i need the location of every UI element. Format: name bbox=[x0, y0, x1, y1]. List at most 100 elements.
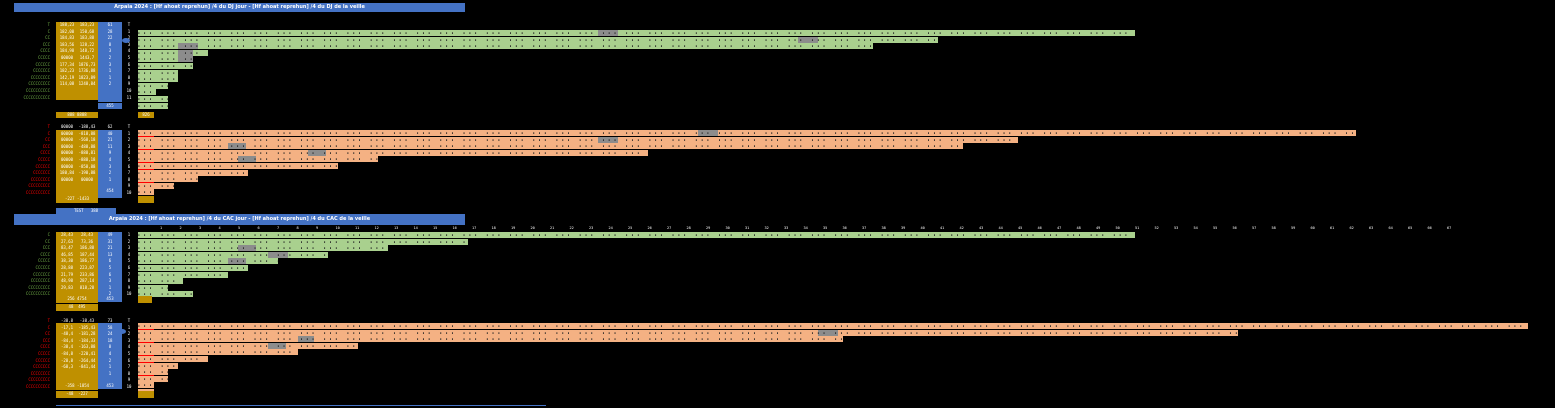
cell: 73,36 bbox=[80, 238, 94, 244]
column-number: 45 bbox=[1018, 226, 1023, 230]
cell: 183,23 bbox=[79, 22, 95, 27]
cell-marks: ▮▮▮ ▮▮▮ bbox=[138, 383, 154, 388]
cell: CCCCCCCC bbox=[30, 74, 50, 80]
cell: CCCCC bbox=[37, 54, 50, 60]
cell: 48,98 bbox=[60, 278, 74, 284]
cell: T bbox=[47, 318, 50, 323]
cell: 38,30 bbox=[60, 258, 74, 264]
cell: 1 bbox=[108, 370, 112, 376]
cell: 49 bbox=[107, 232, 113, 237]
cell: 00000 bbox=[60, 137, 74, 143]
values-panel bbox=[56, 232, 98, 296]
cell: 61 bbox=[107, 22, 113, 27]
cell: 9 bbox=[127, 377, 131, 383]
cell: -163,88 bbox=[78, 344, 96, 350]
column-number: 53 bbox=[1174, 226, 1179, 230]
cell: 3 bbox=[127, 143, 131, 149]
cell: C bbox=[47, 28, 50, 34]
cell: 3 bbox=[108, 48, 112, 54]
cell-marks: ▮▮▮ ▮▮▮ ▮▮▮ bbox=[138, 77, 178, 82]
highlight-cell bbox=[598, 30, 618, 36]
cell: 1823,89 bbox=[78, 74, 96, 80]
row-bar: ▮▮▮ ▮▮▮ ▮▮▮ ▮▮▮ ▮▮▮ ▮▮▮ ▮▮▮ ▮▮▮ ▮▮▮ ▮▮▮ … bbox=[138, 43, 873, 50]
column-number: 35 bbox=[823, 226, 828, 230]
cell: CCCCCCC bbox=[33, 170, 50, 176]
cell: 21 bbox=[107, 245, 113, 251]
cell-marks: ▮▮▮ ▮▮▮ ▮▮▮ ▮▮▮ ▮▮▮ ▮▮▮ ▮▮▮ ▮▮▮ ▮▮▮ ▮▮▮ … bbox=[138, 131, 1356, 135]
footer-small bbox=[138, 296, 152, 303]
cell: 9 bbox=[127, 284, 131, 290]
cell: 58 bbox=[107, 324, 113, 330]
cell: CCCCCCCCCCC bbox=[23, 94, 51, 100]
row-bar: ▮▮▮ ▮▮▮ ▮▮▮ bbox=[138, 69, 178, 76]
column-number: 52 bbox=[1154, 226, 1159, 230]
row-bar: ▮▮▮ ▮▮▮ ▮▮▮ ▮▮▮ ▮▮▮ bbox=[138, 176, 198, 183]
cell: 1 bbox=[127, 130, 131, 136]
cell: 28,43 bbox=[60, 232, 74, 237]
highlight-cell bbox=[178, 49, 193, 56]
cell: 8 bbox=[108, 41, 112, 47]
highlight-cell bbox=[298, 336, 314, 343]
column-number: 67 bbox=[1447, 226, 1452, 230]
cell: 00000 bbox=[80, 176, 94, 182]
cell: T bbox=[127, 318, 131, 323]
cell: 5 bbox=[127, 258, 131, 264]
cell-marks: ▮▮▮ ▮▮▮ ▮▮▮ ▮▮▮ ▮▮▮ bbox=[138, 357, 208, 361]
column-number: 43 bbox=[979, 226, 984, 230]
column-number: 7 bbox=[277, 226, 280, 230]
cell: 28,43 bbox=[80, 232, 94, 237]
cell: -841,44 bbox=[78, 364, 96, 370]
cell: CCCC bbox=[40, 251, 50, 257]
cell: 8 bbox=[127, 278, 131, 284]
cell: 11 bbox=[107, 143, 113, 149]
highlight-cell bbox=[818, 329, 838, 336]
column-number: 23 bbox=[589, 226, 594, 230]
cell: CCC bbox=[42, 337, 50, 343]
cell: 184,98 bbox=[59, 48, 75, 54]
cell: 8 bbox=[127, 176, 131, 182]
cell: 5 bbox=[127, 54, 131, 60]
counts-panel bbox=[98, 232, 122, 302]
column-number: 33 bbox=[784, 226, 789, 230]
cell: CCCCCCCCC bbox=[28, 284, 50, 290]
cell: 6 bbox=[127, 163, 131, 169]
cell: -568,18 bbox=[78, 137, 96, 143]
row-bar: ▮▮▮ ▮▮▮ ▮▮▮ ▮▮▮ ▮▮▮ ▮▮▮ ▮▮▮ ▮▮▮ ▮▮▮ ▮▮▮ … bbox=[138, 149, 648, 156]
cell: CCCCCCC bbox=[33, 364, 50, 370]
column-number: 44 bbox=[998, 226, 1003, 230]
cell: 2 bbox=[108, 291, 112, 297]
cell-marks: ▮▮▮ ▮▮▮ ▮▮▮ ▮▮▮ ▮▮▮ ▮▮▮ ▮▮▮ ▮▮▮ ▮▮▮ ▮▮▮ … bbox=[138, 350, 298, 355]
values-panel bbox=[56, 130, 98, 198]
cell: -184,33 bbox=[78, 337, 96, 343]
row-bar: ▮▮▮ ▮▮▮ ▮▮▮ bbox=[138, 362, 178, 369]
counts-panel bbox=[98, 22, 122, 102]
row-bar: ▮▮▮ ▮▮▮ ▮▮▮ ▮▮▮ ▮▮▮ bbox=[138, 49, 208, 56]
cell: CCCCCCCCCC bbox=[25, 383, 50, 389]
column-number: 17 bbox=[472, 226, 477, 230]
column-number: 19 bbox=[511, 226, 516, 230]
cell: 00000 bbox=[60, 150, 74, 156]
cell: 9 bbox=[108, 150, 112, 156]
cell-marks: ▮▮▮ ▮▮▮ ▮▮▮ bbox=[138, 183, 174, 188]
values-panel bbox=[56, 22, 98, 100]
cell: C bbox=[47, 324, 50, 330]
highlight-cell bbox=[268, 342, 286, 349]
cell: -17,1 bbox=[60, 324, 74, 330]
column-number: 46 bbox=[1037, 226, 1042, 230]
column-number: 59 bbox=[1291, 226, 1296, 230]
cell-marks: ▮▮▮ ▮▮▮ ▮▮▮ ▮▮▮ ▮▮▮ ▮▮▮ ▮▮▮ ▮▮▮ ▮▮▮ ▮▮▮ … bbox=[138, 137, 1018, 142]
cell: 8 bbox=[127, 370, 131, 376]
row-bar: ▮▮▮ ▮▮▮ ▮▮▮ ▮▮▮ bbox=[138, 291, 193, 298]
footer-blue: 453 bbox=[98, 296, 122, 302]
cell: 182,00 bbox=[59, 28, 75, 34]
